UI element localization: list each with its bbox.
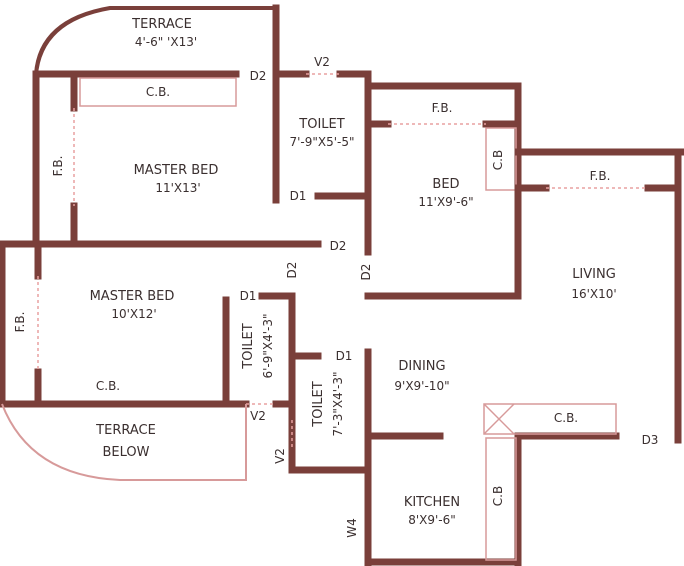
- terrace-top-name: TERRACE: [131, 17, 192, 32]
- d2-corridor-label: D2: [330, 239, 347, 253]
- d1-toilet3-label: D1: [336, 349, 353, 363]
- v2-toilet3-label: V2: [273, 448, 287, 464]
- d2-bed-label: D2: [359, 264, 373, 281]
- bed-size: 11'X9'-6": [418, 195, 473, 209]
- terrace-top-arc: [33, 6, 278, 77]
- master1-size: 11'X13': [155, 181, 200, 195]
- d3-main-label: D3: [642, 433, 659, 447]
- fb-living-label: F.B.: [590, 169, 611, 183]
- w4-kitchen-label: W4: [345, 518, 359, 538]
- toilet1-size: 7'-9"X5'-5": [289, 135, 354, 149]
- living-name: LIVING: [572, 267, 616, 282]
- terrace-below-outline: [1, 403, 247, 481]
- living-size: 16'X10': [571, 287, 616, 301]
- fb-bed-label: F.B.: [432, 101, 453, 115]
- toilet2-name: TOILET: [241, 323, 256, 369]
- d2-master2-label: D2: [285, 262, 299, 279]
- master2-name: MASTER BED: [90, 289, 175, 304]
- dining-size: 9'X9'-10": [394, 379, 449, 393]
- cb-dining-x2: [483, 403, 515, 435]
- cb-kitchen-label: C.B: [491, 486, 505, 506]
- fb-master2-label: F.B.: [13, 312, 27, 333]
- v2-top-label: V2: [314, 55, 330, 69]
- d1-toilet2-label: D1: [240, 289, 257, 303]
- cb-kitchen-box: [485, 437, 517, 561]
- toilet3-size: 7'-3"X4'-3": [331, 371, 345, 436]
- dining-name: DINING: [398, 359, 445, 374]
- d1-toilet1-label: D1: [290, 189, 307, 203]
- v2-toilet2-label: V2: [250, 409, 266, 423]
- cb-bed-label: C.B: [491, 150, 505, 170]
- cb-dining-label: C.B.: [554, 411, 578, 425]
- cb-master1-label: C.B.: [146, 85, 170, 99]
- master1-name: MASTER BED: [134, 163, 219, 178]
- fb-master1-label: F.B.: [51, 156, 65, 177]
- terrace-below-name: TERRACE: [95, 423, 156, 438]
- kitchen-name: KITCHEN: [404, 495, 460, 510]
- bed-name: BED: [432, 177, 459, 192]
- toilet1-name: TOILET: [298, 117, 344, 132]
- d2-master1-label: D2: [250, 69, 267, 83]
- terrace-below-name2: BELOW: [103, 445, 150, 460]
- kitchen-size: 8'X9'-6": [408, 513, 456, 527]
- cb-dining-box: [483, 403, 617, 435]
- cb-bed-box: [485, 127, 517, 191]
- cb-master2-label: C.B.: [96, 379, 120, 393]
- cb-master1-box: [79, 77, 237, 107]
- toilet3-name: TOILET: [311, 381, 326, 427]
- master2-size: 10'X12': [111, 307, 156, 321]
- toilet2-size: 6'-9"X4'-3": [261, 313, 275, 378]
- terrace-top-size: 4'-6" 'X13': [135, 35, 197, 49]
